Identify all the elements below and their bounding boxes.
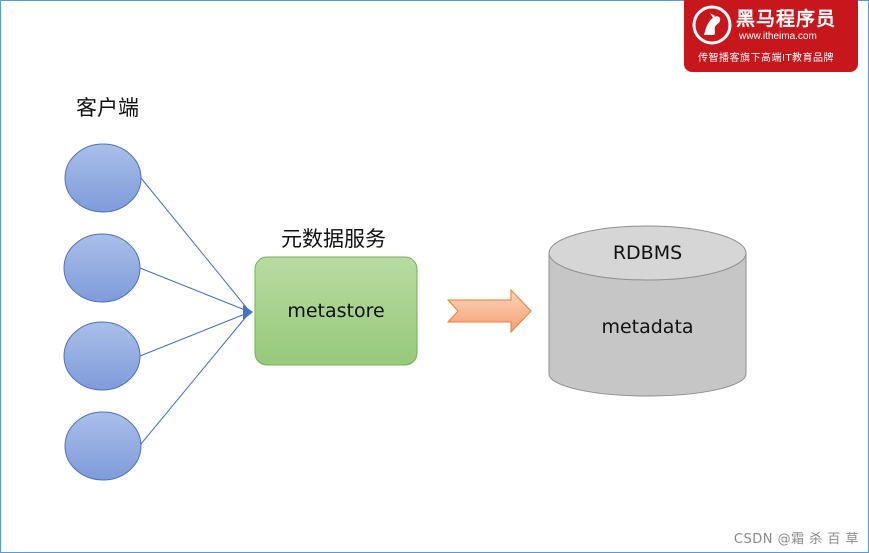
horse-icon xyxy=(692,5,732,45)
metadata-service-label: 元数据服务 xyxy=(281,227,386,251)
logo-slogan: 传智播客旗下高端IT教育品牌 xyxy=(698,53,835,64)
logo-name: 黑马程序员 xyxy=(736,8,837,30)
connector-client-4 xyxy=(140,311,251,445)
clients-label: 客户端 xyxy=(76,96,139,120)
connector-client-3 xyxy=(139,311,251,357)
metastore-box xyxy=(254,256,418,366)
flow-arrow xyxy=(446,288,532,334)
client-node-2 xyxy=(63,233,141,303)
client-node-4 xyxy=(64,411,142,481)
database-cylinder-body xyxy=(548,253,747,397)
connector-arrowhead xyxy=(243,305,253,320)
logo-url: www.itheima.com xyxy=(739,31,817,42)
database-cylinder-top xyxy=(548,225,747,281)
watermark: CSDN @霜 杀 百 草 xyxy=(733,532,859,547)
client-node-3 xyxy=(63,321,141,391)
connector-client-2 xyxy=(139,267,251,313)
brand-logo: 黑马程序员 www.itheima.com 传智播客旗下高端IT教育品牌 xyxy=(684,0,858,72)
metastore-label: metastore xyxy=(287,300,385,322)
database-content: metadata xyxy=(601,316,694,338)
client-node-1 xyxy=(64,143,142,213)
database-title: RDBMS xyxy=(612,242,683,264)
connector-client-1 xyxy=(140,177,251,313)
